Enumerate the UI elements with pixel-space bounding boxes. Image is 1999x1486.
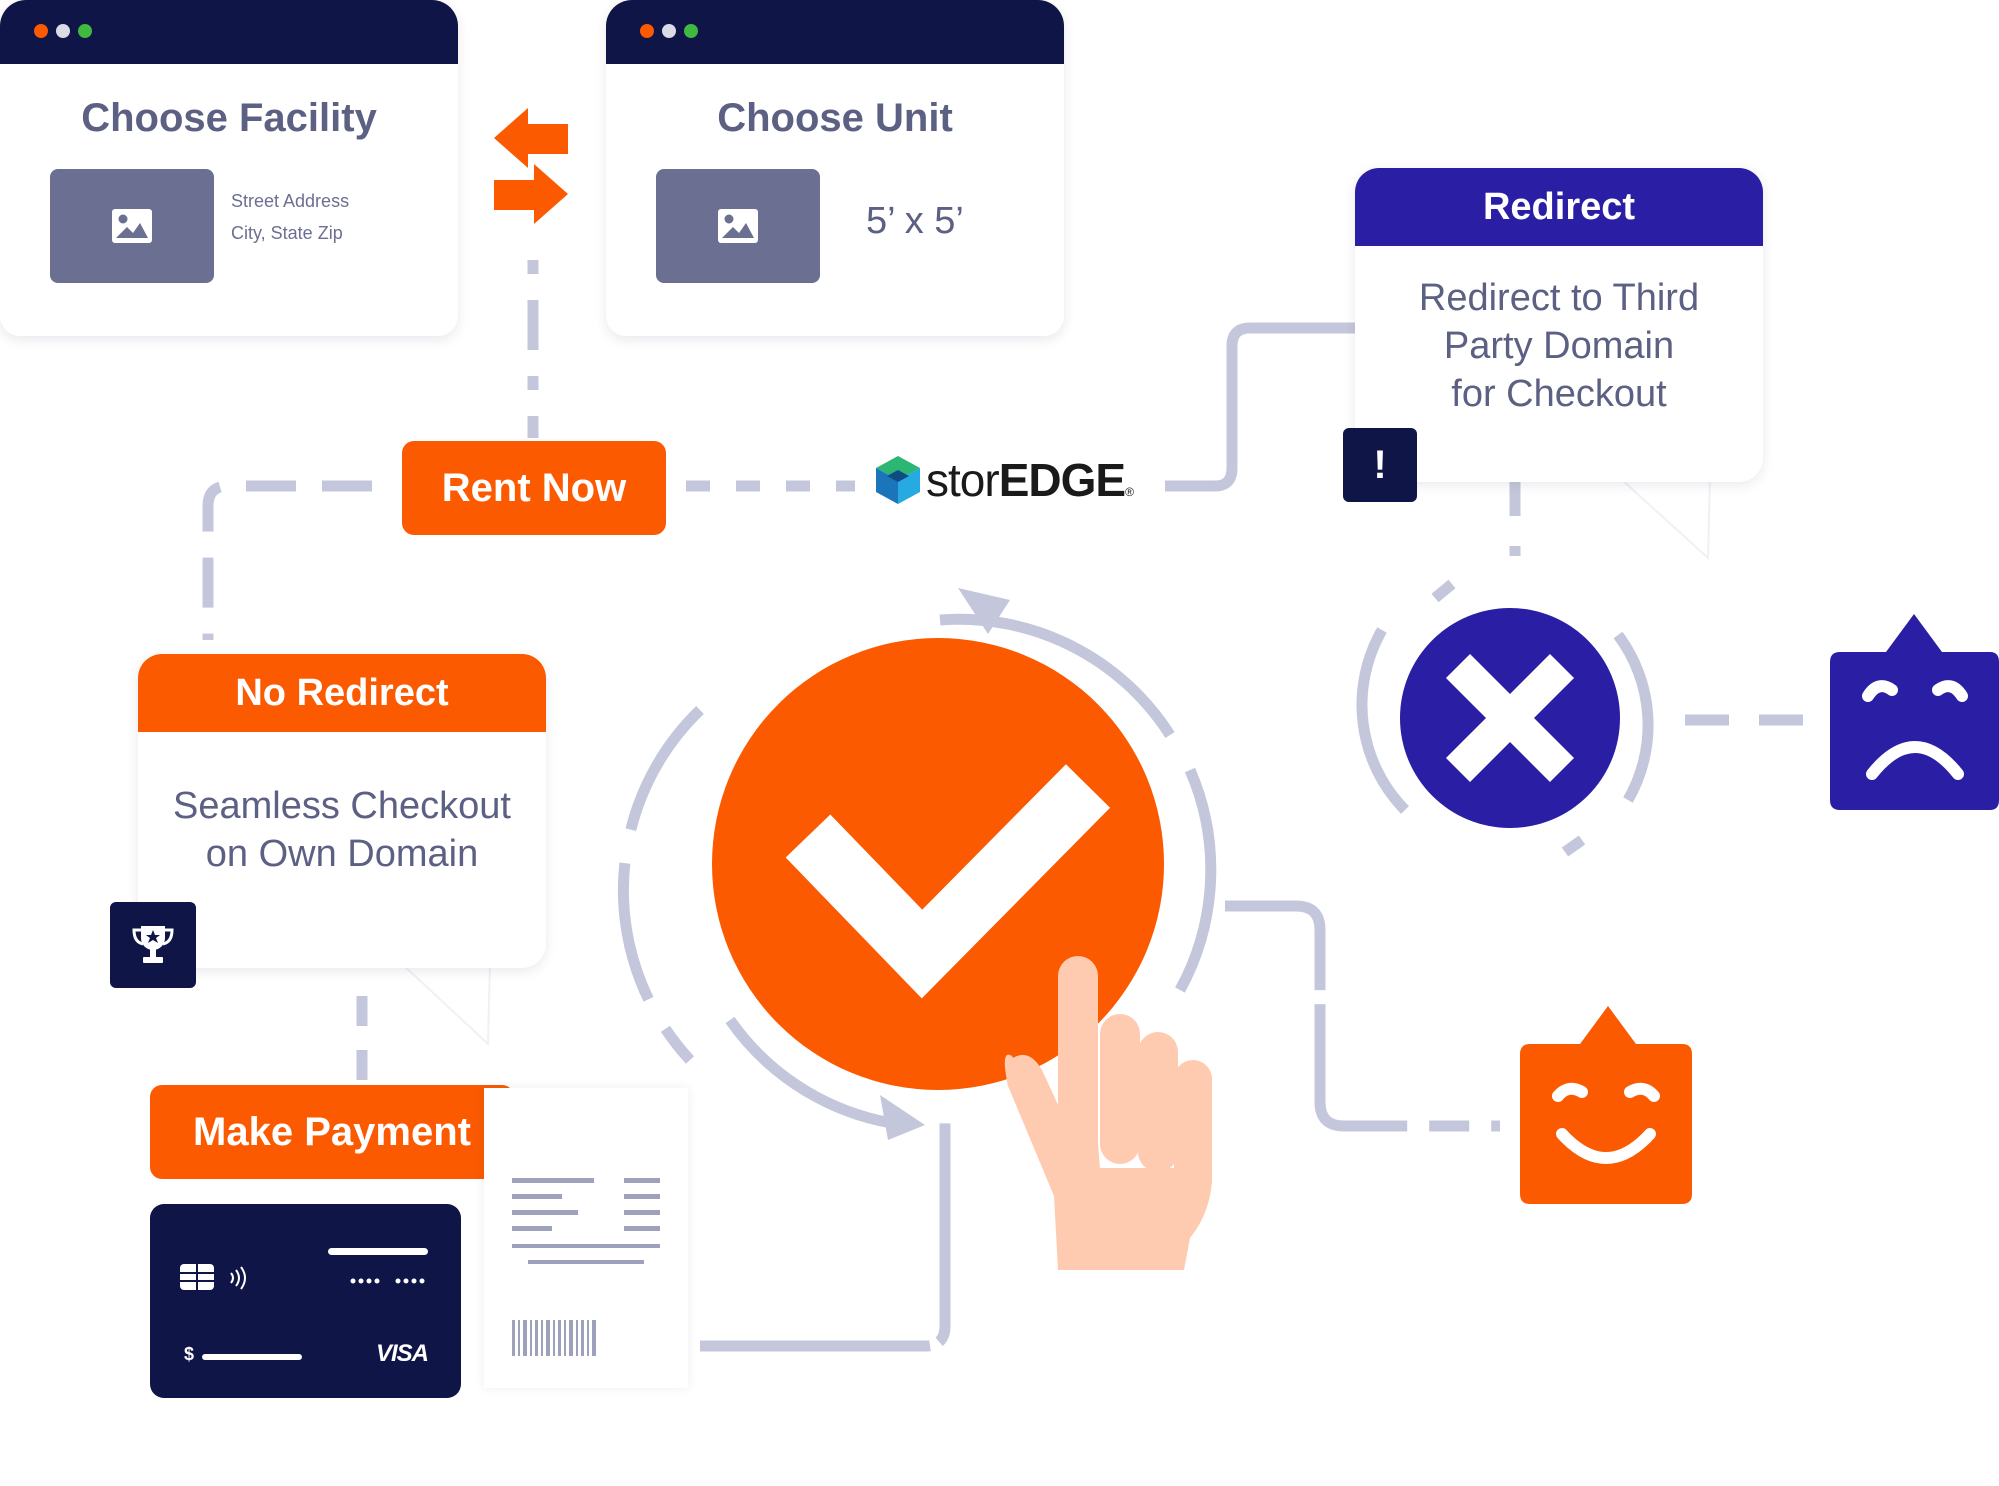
card-number-dots — [350, 1278, 425, 1284]
no-redirect-card-body: Seamless Checkout on Own Domain — [138, 732, 546, 878]
card-amount-line — [202, 1354, 302, 1360]
redirect-card-tail — [1620, 478, 1712, 561]
window-dot-red — [640, 24, 654, 38]
rent-now-button[interactable]: Rent Now — [402, 441, 666, 535]
address-city: City, State Zip — [231, 223, 343, 243]
logo-mark: ® — [1125, 485, 1134, 499]
redirect-card-title: Redirect — [1355, 168, 1763, 246]
check-circle[interactable] — [710, 636, 1166, 1092]
logo-text: storEDGE® — [926, 453, 1134, 507]
no-redirect-line-1: Seamless Checkout — [173, 785, 511, 827]
swap-arrows-icon — [494, 108, 568, 224]
contactless-icon — [230, 1266, 246, 1290]
card-name-line — [328, 1248, 428, 1255]
receipt — [484, 1088, 688, 1388]
window-dot-gray — [56, 24, 70, 38]
choose-unit-window: Choose Unit 5’ x 5’ — [606, 0, 1064, 336]
facility-address: Street Address City, State Zip — [231, 185, 349, 249]
receipt-lines — [512, 1178, 660, 1356]
no-redirect-card-tail — [400, 962, 492, 1046]
check-icon — [785, 764, 1111, 999]
window-dot-gray — [662, 24, 676, 38]
window-dot-green — [684, 24, 698, 38]
card-currency: $ — [184, 1344, 195, 1364]
window-title-bar — [606, 0, 1064, 64]
unit-title: Choose Unit — [717, 96, 953, 140]
logo-prefix: stor — [926, 454, 1000, 506]
storedge-logo: storEDGE® — [855, 430, 1165, 530]
window-dot-red — [34, 24, 48, 38]
barcode-icon — [512, 1320, 596, 1356]
choose-facility-window: Choose Facility Street Address City, Sta… — [0, 0, 458, 336]
image-icon — [112, 209, 152, 243]
happy-face-icon — [1520, 1006, 1692, 1204]
redirect-line-1: Redirect to Third — [1418, 277, 1700, 319]
logo-suffix: EDGE — [998, 454, 1126, 506]
chip-icon — [180, 1264, 214, 1290]
credit-card: $ VISA — [150, 1204, 461, 1398]
redirect-line-2: Party Domain — [1443, 325, 1675, 367]
make-payment-button[interactable]: Make Payment — [150, 1085, 514, 1179]
image-icon — [718, 209, 758, 243]
hand-pointer-icon — [1004, 956, 1213, 1270]
facility-thumbnail[interactable] — [50, 169, 214, 283]
redirect-line-3: for Checkout — [1451, 373, 1667, 415]
facility-title: Choose Facility — [81, 96, 377, 140]
x-icon — [1445, 653, 1575, 783]
address-street: Street Address — [231, 191, 350, 211]
redirect-card-body: Redirect to Third Party Domain for Check… — [1355, 246, 1763, 418]
trophy-icon — [110, 902, 196, 988]
exclamation-icon: ! — [1343, 428, 1417, 502]
card-brand: VISA — [376, 1340, 429, 1367]
no-redirect-card-title: No Redirect — [138, 654, 546, 732]
sad-face-icon — [1830, 614, 1999, 810]
unit-thumbnail[interactable] — [656, 169, 820, 283]
x-circle — [1400, 608, 1620, 828]
unit-size: 5’ x 5’ — [866, 200, 964, 242]
no-redirect-line-2: on Own Domain — [205, 833, 479, 875]
logo-cube-icon — [876, 456, 920, 504]
redirect-card: Redirect Redirect to Third Party Domain … — [1355, 168, 1763, 482]
window-title-bar — [0, 0, 458, 64]
window-dot-green — [78, 24, 92, 38]
no-redirect-card: No Redirect Seamless Checkout on Own Dom… — [138, 654, 546, 968]
trophy-glyph — [132, 926, 174, 963]
